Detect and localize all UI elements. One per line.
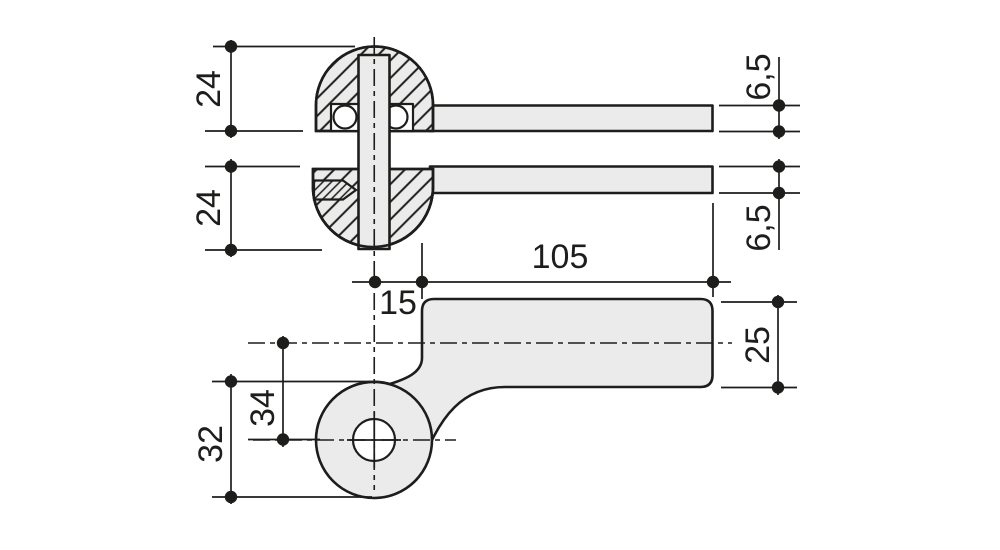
dimension-label-24-bottom: 24	[190, 189, 228, 227]
bottom-leaf-plate	[428, 165, 714, 195]
top-knuckle-outline	[314, 45, 435, 133]
dimension-label-65-bottom: 6,5	[740, 204, 778, 251]
dimension-label-105: 105	[532, 238, 589, 276]
dimension-bottom-plate: 6,5	[719, 159, 800, 252]
dimension-boss-size: 32	[192, 374, 372, 504]
dimension-knuckle-bottom: 24	[190, 159, 322, 257]
dimension-boss-center: 34	[244, 336, 320, 447]
set-screw-hatching	[314, 180, 356, 200]
section-view	[311, 45, 714, 251]
dimension-knuckle-top: 24	[190, 40, 355, 138]
ball-bearing-left	[332, 104, 358, 130]
hinge-pin	[357, 53, 391, 251]
bottom-knuckle-arc	[311, 186, 435, 249]
dimension-label-15: 15	[379, 284, 417, 322]
top-leaf-plate	[428, 104, 714, 133]
dimension-label-65-top: 6,5	[740, 53, 778, 100]
dimension-top-plate: 6,5	[719, 53, 800, 139]
dimension-arm-length: 105 15	[352, 203, 731, 322]
dimension-label-25: 25	[739, 326, 777, 364]
dimension-label-32: 32	[192, 425, 230, 463]
dimension-arm-width: 25	[721, 295, 797, 395]
dimension-label-24-top: 24	[190, 70, 228, 108]
dimensions: 24 24 6,5 6,5	[190, 40, 800, 504]
dimension-label-34: 34	[244, 389, 282, 427]
